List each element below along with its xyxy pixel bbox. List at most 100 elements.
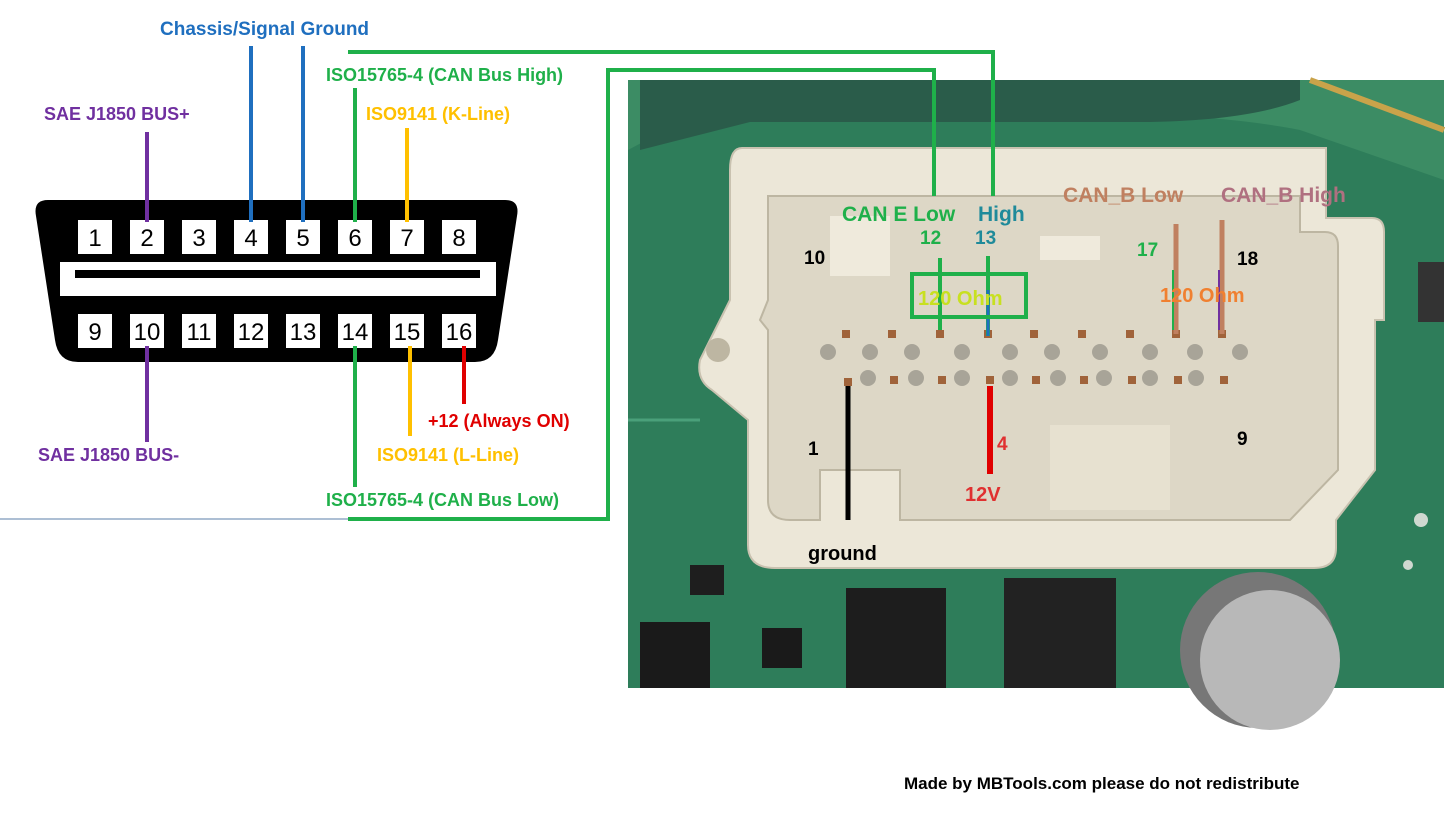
connector-hole — [1187, 344, 1203, 360]
resistor-right-label: 120 Ohm — [1160, 285, 1244, 307]
pcb-chip — [762, 628, 802, 668]
connector-hole — [1142, 370, 1158, 386]
ground-label: ground — [808, 543, 877, 565]
connector-contact — [1032, 376, 1040, 384]
connector-hole — [860, 370, 876, 386]
pcb-trace — [1308, 77, 1446, 133]
obd2-pin-label: 13 — [290, 319, 317, 346]
mounting-tab-hole — [706, 338, 730, 362]
obd2-bottom-row: 9 10 11 12 13 14 15 16 — [78, 314, 476, 348]
can-high-link-wire — [348, 50, 995, 196]
pin-12-label: 12 — [920, 228, 941, 249]
connector-contact — [1030, 330, 1038, 338]
obd2-pin-socket — [234, 220, 268, 254]
can-bus-low-label: ISO15765-4 (CAN Bus Low) — [326, 490, 559, 510]
obd2-pin-socket — [78, 314, 112, 348]
connector-hole — [954, 370, 970, 386]
sae-j1850-minus-label: SAE J1850 BUS- — [38, 445, 179, 465]
can-e-high-label: High — [978, 203, 1025, 226]
connector-contact — [936, 330, 944, 338]
obd2-pin-socket — [182, 220, 216, 254]
obd2-pin-label: 16 — [446, 319, 473, 346]
board-labels: CAN E Low High CAN_B Low CAN_B High 10 1… — [804, 184, 1346, 565]
obd2-pin-label: 7 — [400, 225, 413, 252]
obd2-leads — [145, 46, 466, 487]
pin-18-label: 18 — [1237, 249, 1258, 270]
connector-hole — [1232, 344, 1248, 360]
connector-hole — [1002, 370, 1018, 386]
obd2-pin-label: 5 — [296, 225, 309, 252]
obd2-pin-label: 1 — [88, 225, 101, 252]
obd2-center-band — [60, 262, 496, 296]
pcb-chip — [846, 588, 946, 688]
obd2-connector: 1 2 3 4 5 6 7 8 9 10 11 12 13 14 — [35, 200, 518, 362]
connector-contact — [1078, 330, 1086, 338]
obd2-pin-socket — [234, 314, 268, 348]
connector-contact — [844, 378, 852, 386]
obd2-pin-socket — [286, 220, 320, 254]
connector-hole — [1002, 344, 1018, 360]
connector-hole — [908, 370, 924, 386]
obd2-pin-label: 9 — [88, 319, 101, 346]
obd2-pin-socket — [338, 220, 372, 254]
obd2-pin-socket — [78, 220, 112, 254]
can-bus-high-label: ISO15765-4 (CAN Bus High) — [326, 65, 563, 85]
connector-contact — [1128, 376, 1136, 384]
pin-9-label: 9 — [1237, 429, 1248, 450]
connector-contact — [890, 376, 898, 384]
obd2-pin-socket — [442, 314, 476, 348]
obd2-pin-label: 3 — [192, 225, 205, 252]
obd2-pin-socket — [130, 220, 164, 254]
connector-contact — [1126, 330, 1134, 338]
pcb-hole — [1403, 560, 1413, 570]
obd2-pin-socket — [390, 314, 424, 348]
connector-key — [830, 216, 890, 276]
pcb-capacitor-top — [1200, 590, 1340, 730]
obd2-pin-socket — [338, 314, 372, 348]
obd2-pin-label: 11 — [187, 319, 212, 346]
connector-hole — [904, 344, 920, 360]
obd2-pin-socket — [182, 314, 216, 348]
obd2-pin-label: 2 — [140, 225, 153, 252]
connector-contact — [986, 376, 994, 384]
connector-latch — [1050, 425, 1170, 510]
obd2-pin-socket — [390, 220, 424, 254]
pin-4-label: 4 — [997, 434, 1008, 455]
board-connector — [698, 147, 1385, 569]
connector-hole — [1044, 344, 1060, 360]
obd2-pin-socket — [130, 314, 164, 348]
pcb-chip — [690, 565, 724, 595]
connector-hole — [954, 344, 970, 360]
connector-hole — [1188, 370, 1204, 386]
connector-contact — [1080, 376, 1088, 384]
pin-1-label: 1 — [808, 439, 819, 460]
connector-contact — [888, 330, 896, 338]
l-line-label: ISO9141 (L-Line) — [377, 445, 519, 465]
obd2-pin-label: 6 — [348, 225, 361, 252]
connector-hole — [1050, 370, 1066, 386]
connector-hole — [1096, 370, 1112, 386]
connector-contact — [1220, 376, 1228, 384]
connector-contact — [1174, 376, 1182, 384]
pin-10-label: 10 — [804, 248, 825, 269]
can-low-link-wire — [348, 68, 936, 521]
pin-17-label: 17 — [1137, 240, 1158, 261]
k-line-label: ISO9141 (K-Line) — [366, 104, 510, 124]
resistor-box — [910, 272, 1028, 319]
connector-hole — [1142, 344, 1158, 360]
pcb-chip — [640, 622, 710, 688]
12v-label: 12V — [965, 484, 1001, 506]
can-b-low-label: CAN_B Low — [1063, 184, 1184, 207]
pin-13-label: 13 — [975, 228, 996, 249]
pcb-hole — [1414, 513, 1428, 527]
can-link-wires — [348, 50, 995, 521]
connector-hole — [1092, 344, 1108, 360]
connector-contact — [938, 376, 946, 384]
obd2-labels: Chassis/Signal Ground ISO15765-4 (CAN Bu… — [38, 19, 570, 510]
obd2-divider — [75, 270, 480, 278]
obd2-pin-label: 4 — [244, 225, 257, 252]
can-e-low-label: CAN E Low — [842, 203, 956, 226]
connector-contact — [842, 330, 850, 338]
obd2-top-row: 1 2 3 4 5 6 7 8 — [78, 220, 476, 254]
